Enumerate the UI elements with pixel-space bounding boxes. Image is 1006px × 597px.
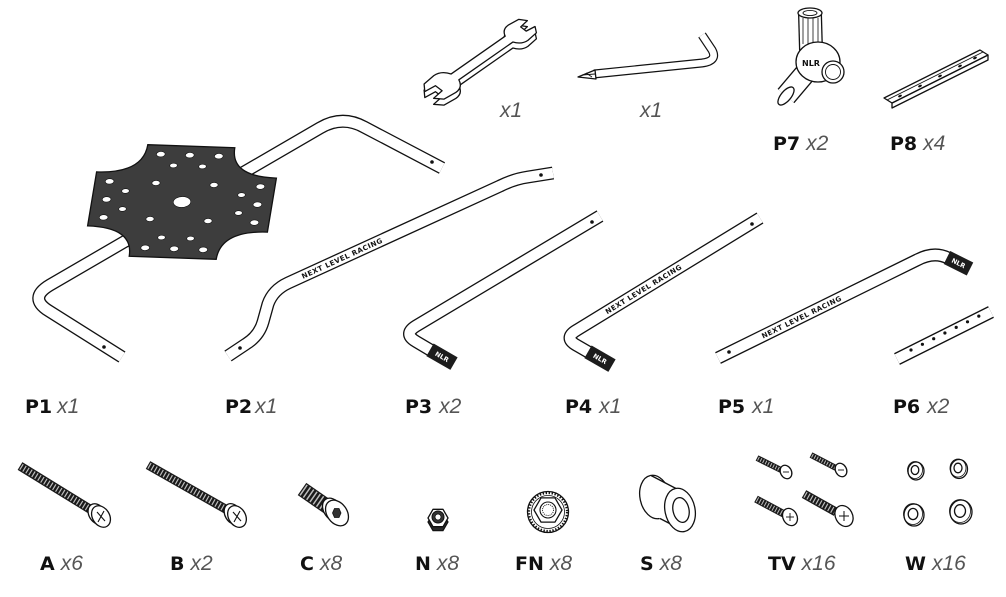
- s-code: S: [640, 553, 654, 575]
- washers-w-drawing: [903, 458, 973, 527]
- p4-qty: x1: [598, 395, 621, 418]
- c-code: C: [300, 553, 314, 575]
- p2-qty: x1: [254, 395, 277, 418]
- n-code: N: [415, 553, 431, 575]
- fn-code: FN: [515, 553, 544, 575]
- flange-nut-fn-drawing: [526, 490, 570, 534]
- p5-code: P5: [718, 396, 745, 418]
- p3-qty: x2: [438, 395, 462, 418]
- p6-qty: x2: [926, 395, 950, 418]
- w-qty: x16: [931, 552, 966, 575]
- p8-rail-drawing: [883, 49, 989, 109]
- washer-1: [907, 461, 925, 481]
- nut-n-drawing: [427, 508, 449, 532]
- p6-label: P6 x2: [893, 395, 950, 418]
- tv-screw-4: [801, 490, 854, 528]
- p7-code: P7: [773, 133, 800, 155]
- p1-frame-drawing: [32, 114, 446, 363]
- p2-tube-logo: NEXT LEVEL RACING: [301, 237, 385, 281]
- wrench-qty: x1: [499, 99, 522, 122]
- p8-code: P8: [890, 133, 917, 155]
- p5-tube-logo: NEXT LEVEL RACING: [760, 294, 843, 340]
- p5-label: P5 x1: [718, 395, 774, 418]
- p3-end-cap: [426, 343, 458, 370]
- p1-qty: x1: [56, 395, 79, 418]
- hex-key-drawing: [577, 32, 719, 80]
- b-code: B: [170, 553, 184, 575]
- p7-connector-drawing: NLR: [777, 7, 845, 106]
- bolt-a-drawing: [17, 462, 112, 528]
- p4-label: P4 x1: [565, 395, 621, 418]
- p7-qty: x2: [805, 132, 829, 155]
- p1-mount-plate: [83, 143, 281, 261]
- tv-screw-2: [809, 452, 848, 478]
- p4-end-cap: [584, 345, 616, 372]
- hex-key-qty: x1: [639, 99, 662, 122]
- b-qty: x2: [189, 552, 213, 575]
- p1-code: P1: [25, 396, 52, 418]
- tv-screw-3: [754, 495, 799, 527]
- a-code: A: [40, 553, 55, 575]
- tv-qty: x16: [801, 552, 836, 575]
- washer-4: [949, 499, 973, 525]
- fn-qty: x8: [549, 552, 573, 575]
- washer-2: [949, 458, 969, 480]
- spacer-s-drawing: [638, 474, 697, 533]
- bolt-c-drawing: [297, 482, 350, 527]
- p2-code: P2: [225, 396, 252, 418]
- w-code: W: [905, 553, 926, 575]
- p8-qty: x4: [922, 132, 945, 155]
- s-qty: x8: [659, 552, 683, 575]
- a-qty: x6: [60, 552, 84, 575]
- p3-tube-drawing: NLR: [403, 210, 604, 370]
- p4-tube-logo: NEXT LEVEL RACING: [604, 263, 683, 316]
- wrench-drawing: [418, 15, 542, 109]
- p4-code: P4: [565, 396, 592, 418]
- bolt-b-drawing: [145, 461, 247, 528]
- p3-label: P3 x2: [405, 395, 462, 418]
- p7-logo: NLR: [802, 59, 820, 68]
- p3-code: P3: [405, 396, 432, 418]
- screws-tv-drawing: [754, 452, 854, 528]
- p5-qty: x1: [751, 395, 774, 418]
- c-qty: x8: [319, 552, 343, 575]
- tv-screw-1: [755, 455, 793, 480]
- p2-tube-drawing: NEXT LEVEL RACING: [224, 166, 555, 362]
- tv-code: TV: [768, 553, 796, 575]
- p6-code: P6: [893, 396, 920, 418]
- washer-3: [903, 503, 925, 527]
- p4-tube-drawing: NEXT LEVEL RACING NLR: [563, 212, 764, 372]
- p6-tube-drawing: [894, 306, 994, 365]
- n-qty: x8: [436, 552, 460, 575]
- p5-end-cap: [943, 251, 974, 276]
